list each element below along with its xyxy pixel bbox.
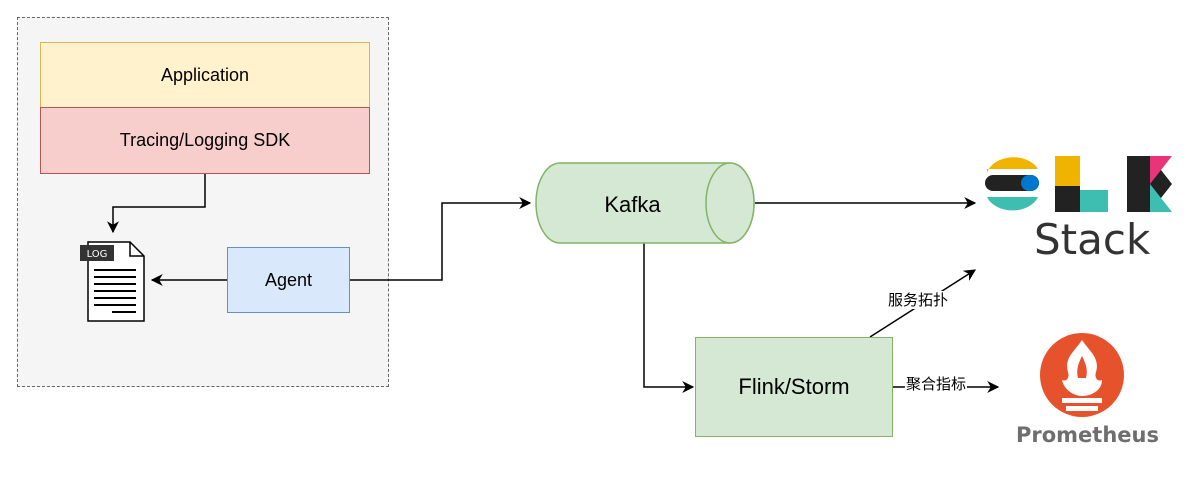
aggregate-metrics-label: 聚合指标 [905,375,968,393]
prometheus-wordmark: Prometheus [1016,423,1159,447]
service-topology-label: 服务拓扑 [887,291,950,309]
tracing-logging-sdk-box: Tracing/Logging SDK [40,107,370,174]
agent-label: Agent [264,269,313,290]
elk-stack-wordmark: Stack [1034,215,1151,264]
kafka-queue-shape [535,162,755,244]
sdk-to-log-edge [107,174,206,234]
flink-storm-box: Flink/Storm [695,337,893,437]
elk-logo [985,156,1172,212]
log-file-icon: LOG [80,241,145,322]
application-label: Application [160,64,250,85]
log-tag: LOG [87,249,108,260]
sdk-label: Tracing/Logging SDK [119,130,291,150]
flink-label: Flink/Storm [738,374,850,399]
agent-to-kafka-edge [350,197,532,281]
prometheus-logo [1040,333,1124,417]
agent-box: Agent [227,247,350,313]
application-box: Application [40,42,370,108]
kafka-label: Kafka [604,192,661,217]
kafka-to-flink-edge [643,242,695,393]
